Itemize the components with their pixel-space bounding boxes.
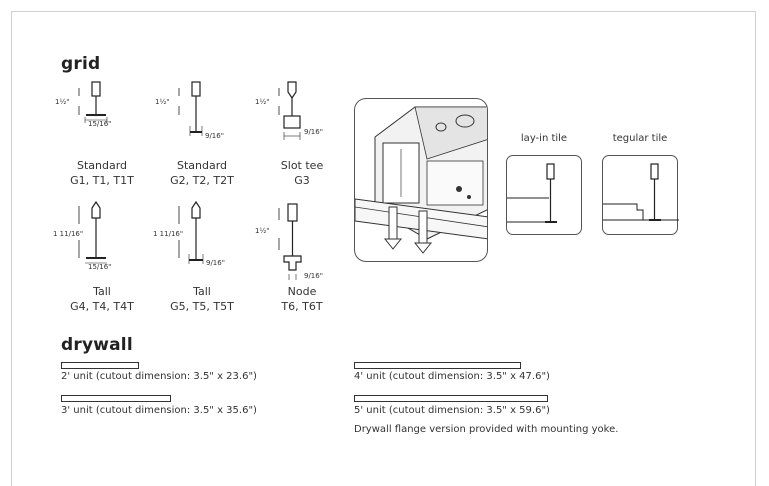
grid-item-name: Standard — [176, 159, 228, 172]
tegular-tile-label: tegular tile — [612, 133, 668, 144]
product-photo — [354, 98, 488, 262]
height-dim-label: 1½" — [255, 98, 269, 106]
height-dim-label: 1½" — [255, 227, 269, 235]
grid-item-models: G4, T4, T4T — [70, 300, 134, 313]
drywall-2ft-label: 2' unit (cutout dimension: 3.5" x 23.6") — [61, 371, 257, 382]
grid-item-name: Tall — [193, 285, 211, 298]
layin-tile-icon — [507, 163, 557, 223]
grid-item-name: Node — [287, 285, 317, 298]
width-dim-label: 9/16" — [206, 259, 225, 267]
drywall-note: Drywall flange version provided with mou… — [354, 424, 619, 435]
grid-item-tall-g5: 1 11/16" 9/16" Tall G5, T5, T5T — [152, 200, 252, 313]
drywall-2ft-bar — [61, 362, 139, 369]
height-dim-label: 1½" — [155, 98, 169, 106]
grid-item-models: G1, T1, T1T — [70, 174, 134, 187]
grid-item-name: Tall — [93, 285, 111, 298]
width-dim-label: 9/16" — [304, 272, 323, 280]
grid-item-standard-g1: 1½" 15/16" Standard G1, T1, T1T — [52, 81, 152, 192]
tall-tee-wide-icon: 1 11/16" 15/16" — [53, 200, 111, 271]
width-dim-label: 9/16" — [304, 128, 323, 136]
layin-tile-diagram — [506, 155, 582, 235]
grid-item-models: G2, T2, T2T — [170, 174, 234, 187]
standard-tee-narrow-icon: 1½" 9/16" — [155, 81, 224, 140]
grid-item-models: G3 — [294, 174, 310, 187]
drywall-4ft-bar — [354, 362, 521, 369]
height-dim-label: 1 11/16" — [53, 230, 83, 238]
drywall-3ft-bar — [61, 395, 171, 402]
tall-tee-narrow-icon: 1 11/16" 9/16" — [153, 200, 225, 267]
grid-item-name: Slot tee — [280, 159, 324, 172]
tegular-tile-diagram — [602, 155, 679, 235]
grid-item-models: G5, T5, T5T — [170, 300, 234, 313]
width-dim-label: 9/16" — [205, 132, 224, 140]
standard-tee-wide-icon: 1½" 15/16" — [55, 81, 111, 128]
tegular-tile-icon — [603, 163, 679, 221]
height-dim-label: 1½" — [55, 98, 69, 106]
layin-tile-label: lay-in tile — [520, 133, 568, 144]
node-tee-icon: 1½" 9/16" — [255, 203, 323, 280]
grid-item-standard-g2: 1½" 9/16" Standard G2, T2, T2T — [152, 81, 252, 192]
grid-item-name: Standard — [76, 159, 128, 172]
grid-section-title: grid — [61, 54, 101, 74]
slot-tee-icon: 1½" 9/16" — [255, 81, 323, 140]
drywall-section-title: drywall — [61, 335, 133, 355]
drywall-3ft-label: 3' unit (cutout dimension: 3.5" x 35.6") — [61, 405, 257, 416]
height-dim-label: 1 11/16" — [153, 230, 183, 238]
grid-item-models: T6, T6T — [281, 300, 323, 313]
width-dim-label: 15/16" — [88, 120, 111, 128]
grid-item-slot-tee: 1½" 9/16" Slot tee G3 — [252, 81, 352, 192]
fixture-illustration-icon — [355, 106, 487, 254]
width-dim-label: 15/16" — [88, 263, 111, 271]
drywall-5ft-label: 5' unit (cutout dimension: 3.5" x 59.6") — [354, 405, 550, 416]
grid-item-tall-g4: 1 11/16" 15/16" Tall G4, T4, T4T — [52, 200, 152, 313]
page-frame — [11, 11, 756, 486]
drywall-4ft-label: 4' unit (cutout dimension: 3.5" x 47.6") — [354, 371, 550, 382]
drywall-5ft-bar — [354, 395, 548, 402]
grid-item-node: 1½" 9/16" Node T6, T6T — [252, 200, 352, 313]
